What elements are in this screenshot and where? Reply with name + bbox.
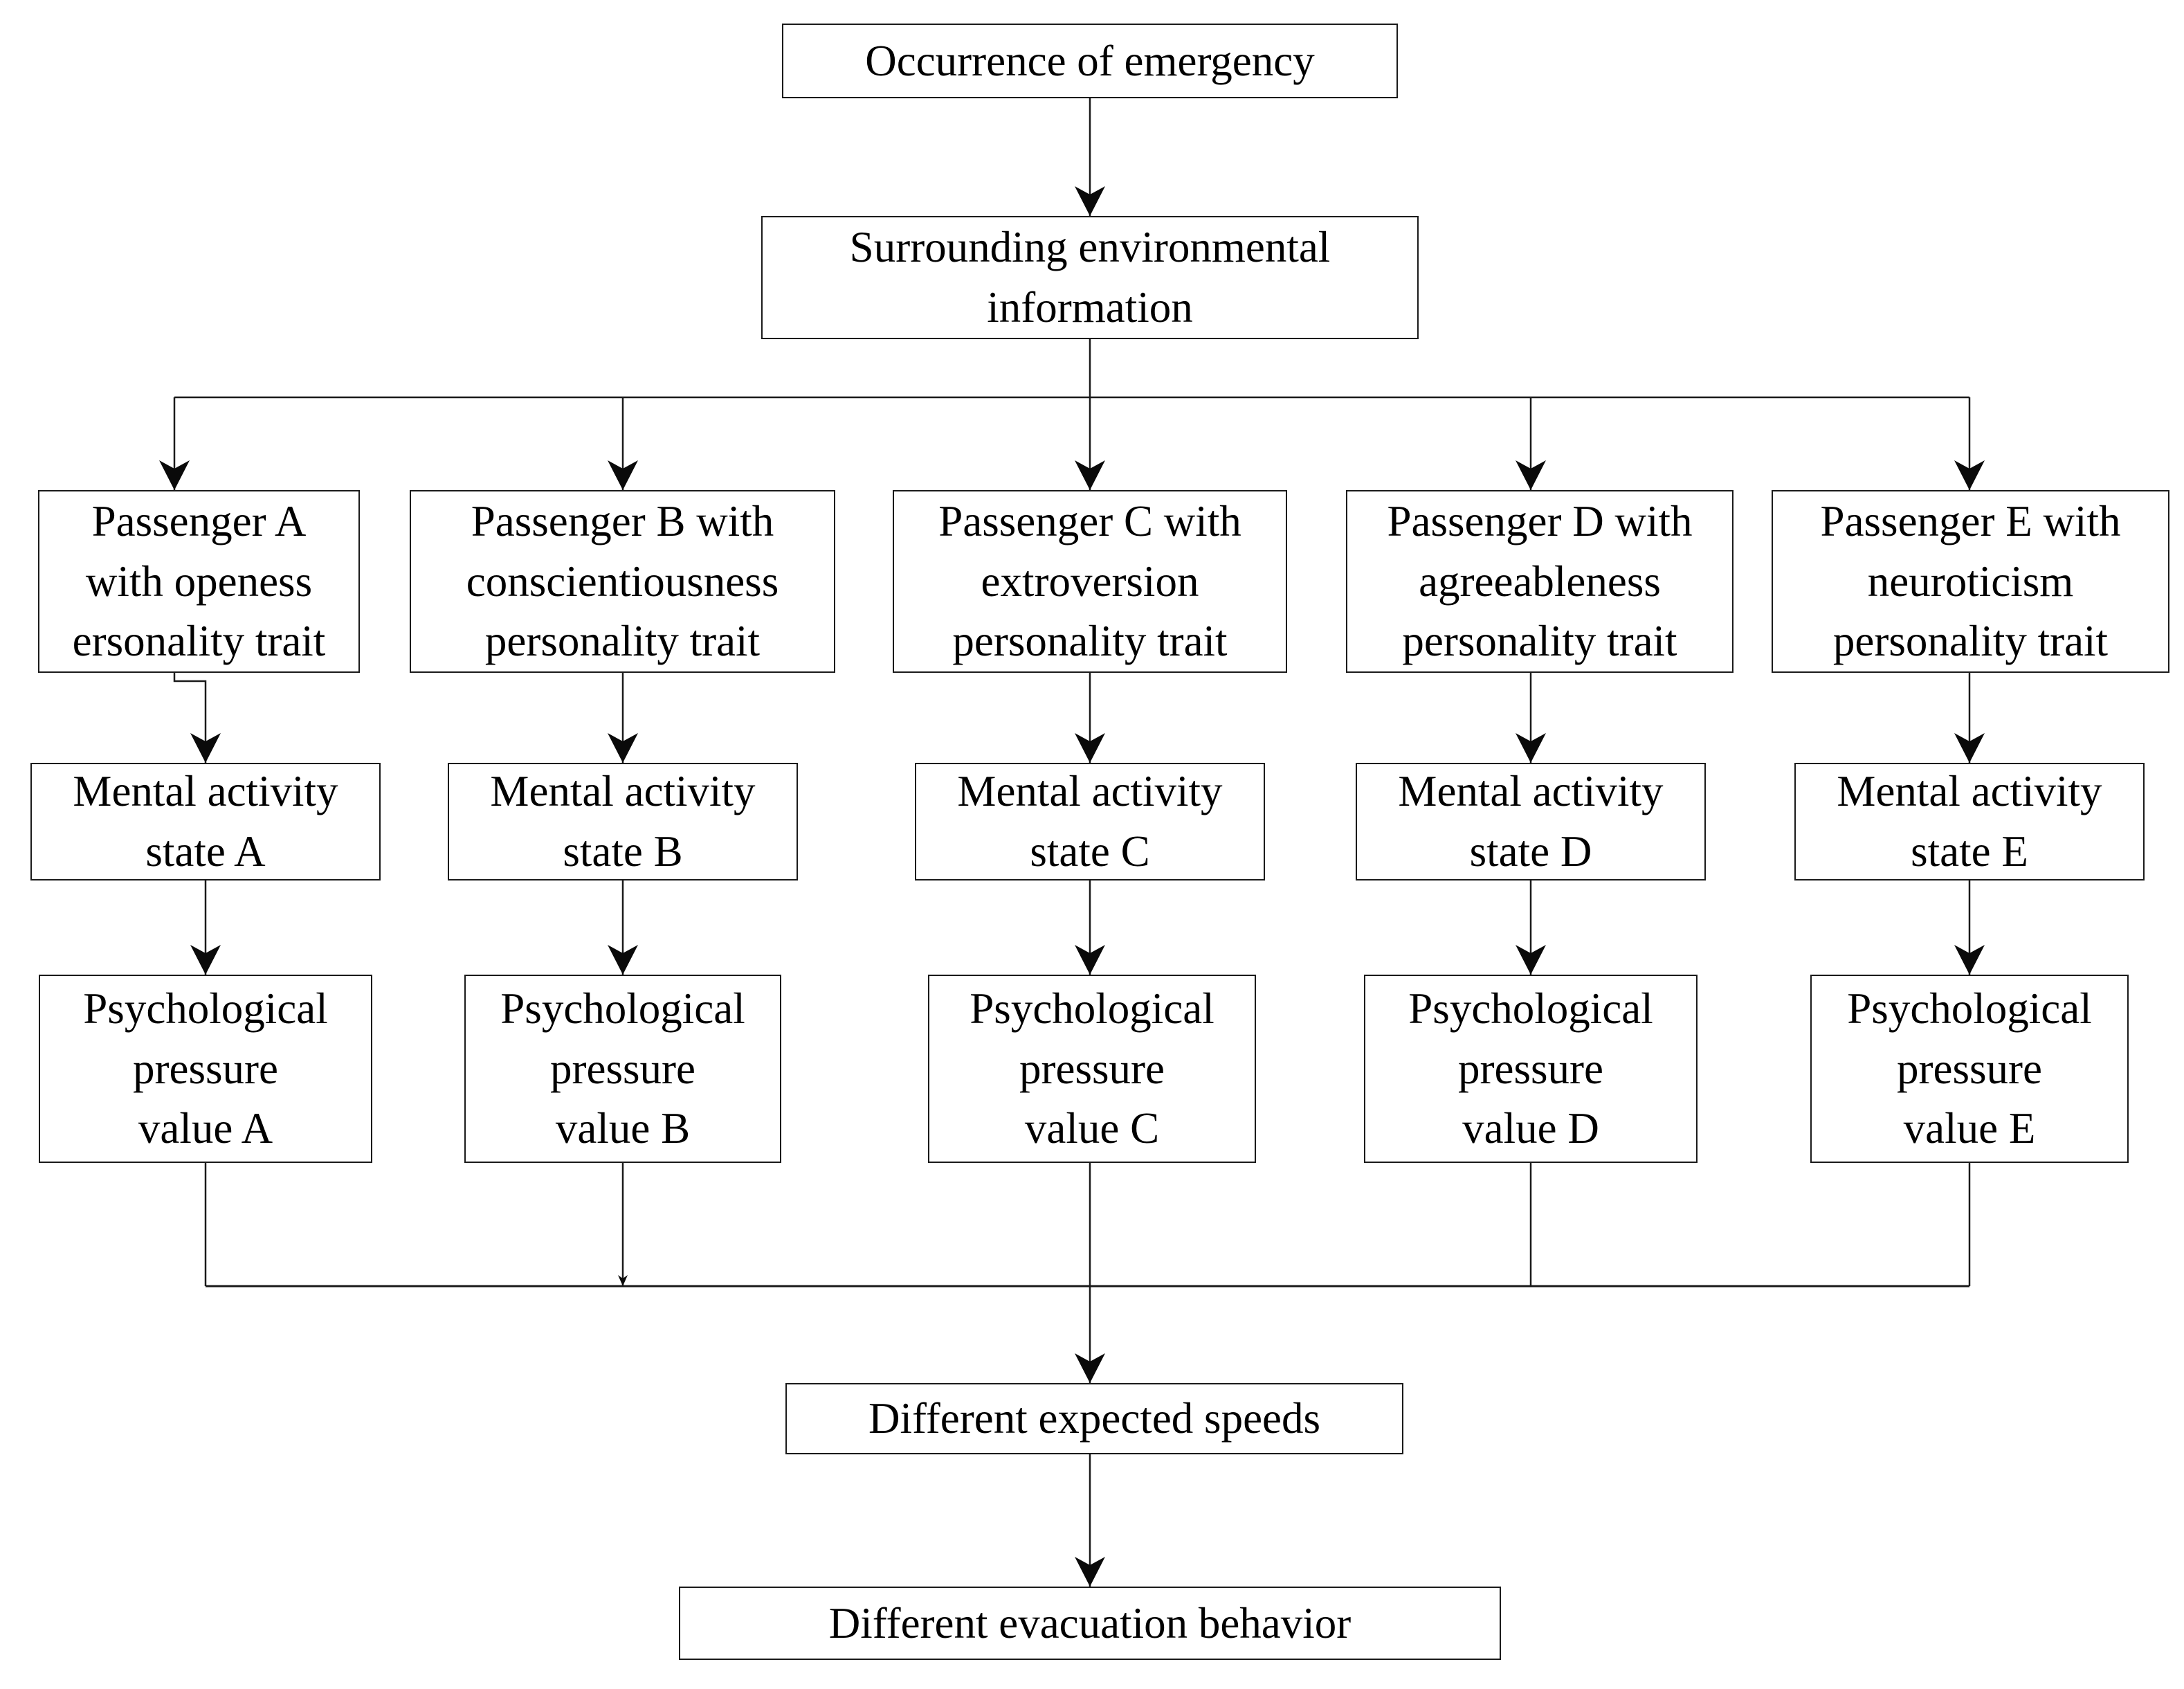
- arrow-mental-d-to-pressure-d: [1516, 880, 1546, 975]
- arrow-to-speeds: [1075, 1286, 1105, 1383]
- node-label: Mental activity state A: [73, 767, 338, 876]
- merge-connector: [204, 1163, 1971, 1288]
- node-label: Psychological pressure value A: [83, 984, 328, 1153]
- node-passenger-a: Passenger A with openess ersonality trai…: [38, 490, 360, 673]
- node-label: Passenger B with conscientiousness perso…: [466, 496, 779, 666]
- small-arrowhead: [618, 1275, 628, 1286]
- node-behavior: Different evacuation behavior: [679, 1587, 1501, 1660]
- arrow-mental-a-to-pressure-a: [190, 880, 221, 975]
- arrow-to-passenger-a: [159, 397, 190, 490]
- node-label: Surrounding environmental information: [849, 223, 1331, 332]
- arrow-to-passenger-c: [1075, 397, 1105, 490]
- node-label: Mental activity state D: [1398, 767, 1664, 876]
- node-passenger-e: Passenger E with neuroticism personality…: [1772, 490, 2169, 673]
- node-label: Psychological pressure value C: [970, 984, 1214, 1153]
- node-passenger-b: Passenger B with conscientiousness perso…: [410, 490, 835, 673]
- arrow-to-passenger-b: [608, 397, 638, 490]
- node-occurrence: Occurrence of emergency: [782, 24, 1398, 98]
- node-pressure-a: Psychological pressure value A: [39, 975, 372, 1163]
- arrow-passenger-b-to-mental-b: [608, 673, 638, 763]
- node-mental-b: Mental activity state B: [448, 763, 798, 880]
- node-label: Mental activity state E: [1837, 767, 2102, 876]
- node-mental-c: Mental activity state C: [915, 763, 1265, 880]
- arrow-passenger-a-to-mental-a: [173, 673, 221, 763]
- arrow-to-passenger-e: [1954, 397, 1985, 490]
- node-label: Different evacuation behavior: [828, 1598, 1352, 1647]
- node-label: Passenger D with agreeableness personali…: [1387, 496, 1693, 666]
- node-mental-e: Mental activity state E: [1794, 763, 2145, 880]
- arrow-passenger-d-to-mental-d: [1516, 673, 1546, 763]
- arrow-speeds-to-behavior: [1075, 1454, 1105, 1587]
- node-label: Occurrence of emergency: [865, 36, 1315, 85]
- node-label: Psychological pressure value E: [1847, 984, 2092, 1153]
- node-passenger-c: Passenger C with extroversion personalit…: [893, 490, 1287, 673]
- node-label: Psychological pressure value B: [500, 984, 745, 1153]
- arrow-passenger-c-to-mental-c: [1075, 673, 1105, 763]
- node-mental-a: Mental activity state A: [30, 763, 381, 880]
- node-label: Passenger E with neuroticism personality…: [1820, 496, 2121, 666]
- node-surrounding: Surrounding environmental information: [761, 216, 1419, 339]
- node-pressure-b: Psychological pressure value B: [464, 975, 781, 1163]
- branch-top-connector: [174, 339, 1969, 399]
- node-pressure-c: Psychological pressure value C: [928, 975, 1256, 1163]
- node-label: Different expected speeds: [868, 1394, 1321, 1443]
- arrow-mental-b-to-pressure-b: [608, 880, 638, 975]
- node-pressure-d: Psychological pressure value D: [1364, 975, 1698, 1163]
- node-mental-d: Mental activity state D: [1356, 763, 1706, 880]
- arrow-to-passenger-d: [1516, 397, 1546, 490]
- node-label: Passenger A with openess ersonality trai…: [72, 496, 326, 666]
- arrow-passenger-e-to-mental-e: [1954, 673, 1985, 763]
- arrow-mental-e-to-pressure-e: [1954, 880, 1985, 975]
- node-label: Passenger C with extroversion personalit…: [938, 496, 1241, 666]
- arrow-occurrence-to-surrounding: [1075, 98, 1105, 216]
- arrow-mental-c-to-pressure-c: [1075, 880, 1105, 975]
- node-speeds: Different expected speeds: [785, 1383, 1403, 1454]
- node-label: Mental activity state B: [490, 767, 756, 876]
- node-label: Mental activity state C: [957, 767, 1223, 876]
- node-passenger-d: Passenger D with agreeableness personali…: [1346, 490, 1733, 673]
- node-label: Psychological pressure value D: [1408, 984, 1653, 1153]
- node-pressure-e: Psychological pressure value E: [1810, 975, 2129, 1163]
